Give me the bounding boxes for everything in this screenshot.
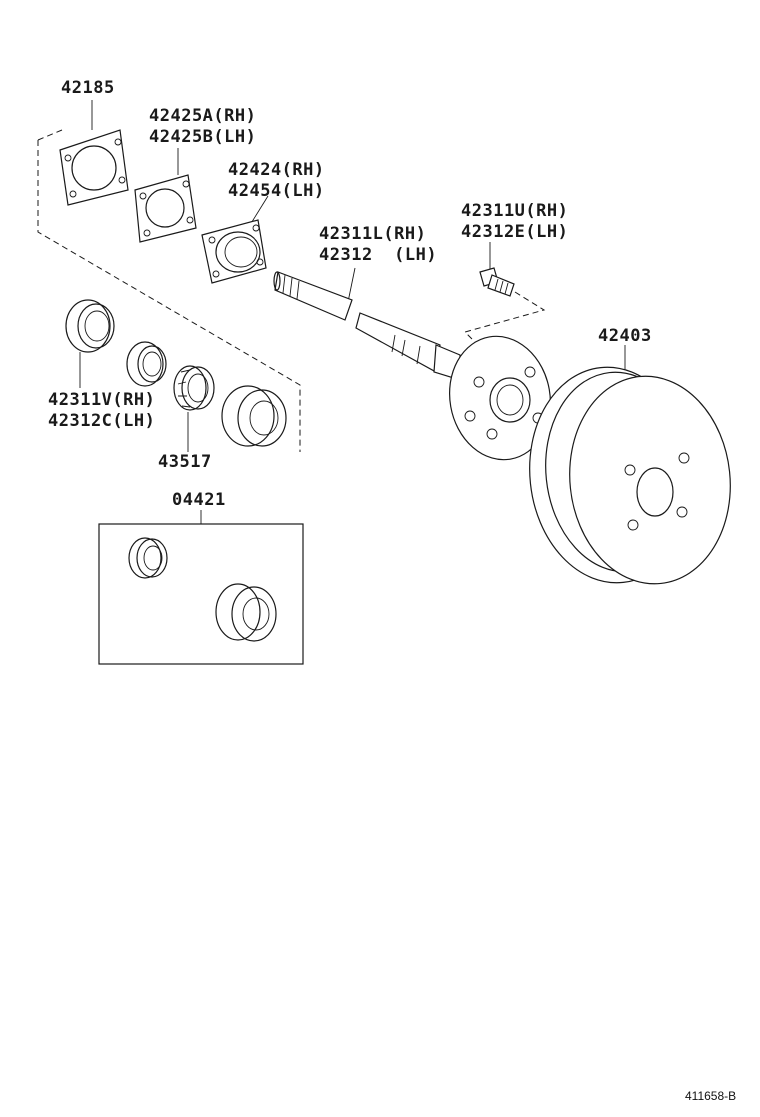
- kit-box-04421: [98, 523, 304, 665]
- label-42424: 42424(RH): [228, 160, 325, 180]
- label-43517: 43517: [158, 452, 212, 472]
- label-42311U: 42311U(RH): [461, 201, 569, 221]
- bearing-cone: [126, 341, 167, 387]
- label-42185: 42185: [61, 78, 115, 98]
- label-42403: 42403: [598, 326, 652, 346]
- bearing-outer: [221, 385, 287, 447]
- label-04421: 04421: [172, 490, 226, 510]
- axle-hub-flange: [448, 335, 552, 461]
- kit-bearing-outer: [215, 583, 277, 642]
- plate-42425: [134, 174, 197, 243]
- diagram-reference-code: 411658-B: [685, 1089, 737, 1103]
- label-42311L: 42311L(RH): [319, 224, 427, 244]
- label-42425B: 42425B(LH): [149, 127, 257, 147]
- kit-bearing-cone: [128, 537, 168, 579]
- leader-42424: [249, 195, 269, 226]
- bearing-retainer-42424: [201, 219, 267, 284]
- label-42312C: 42312C(LH): [48, 411, 156, 431]
- hub-bolt-42311U: [479, 267, 515, 297]
- gasket-42185: [59, 129, 129, 206]
- leader-42311L: [347, 267, 356, 303]
- label-42311V: 42311V(RH): [48, 390, 156, 410]
- bolt-dashed-leader: [464, 291, 546, 343]
- axle-shaft-42311L: [273, 271, 461, 381]
- kit-outline-dashed: [37, 129, 301, 452]
- bearing-43517: [173, 365, 215, 411]
- brake-drum-42403: [529, 366, 731, 585]
- label-42454: 42454(LH): [228, 181, 325, 201]
- label-42425A: 42425A(RH): [149, 106, 257, 126]
- label-42312E: 42312E(LH): [461, 222, 569, 242]
- oil-seal-42311V: [65, 299, 115, 353]
- label-42312: 42312 (LH): [319, 245, 438, 265]
